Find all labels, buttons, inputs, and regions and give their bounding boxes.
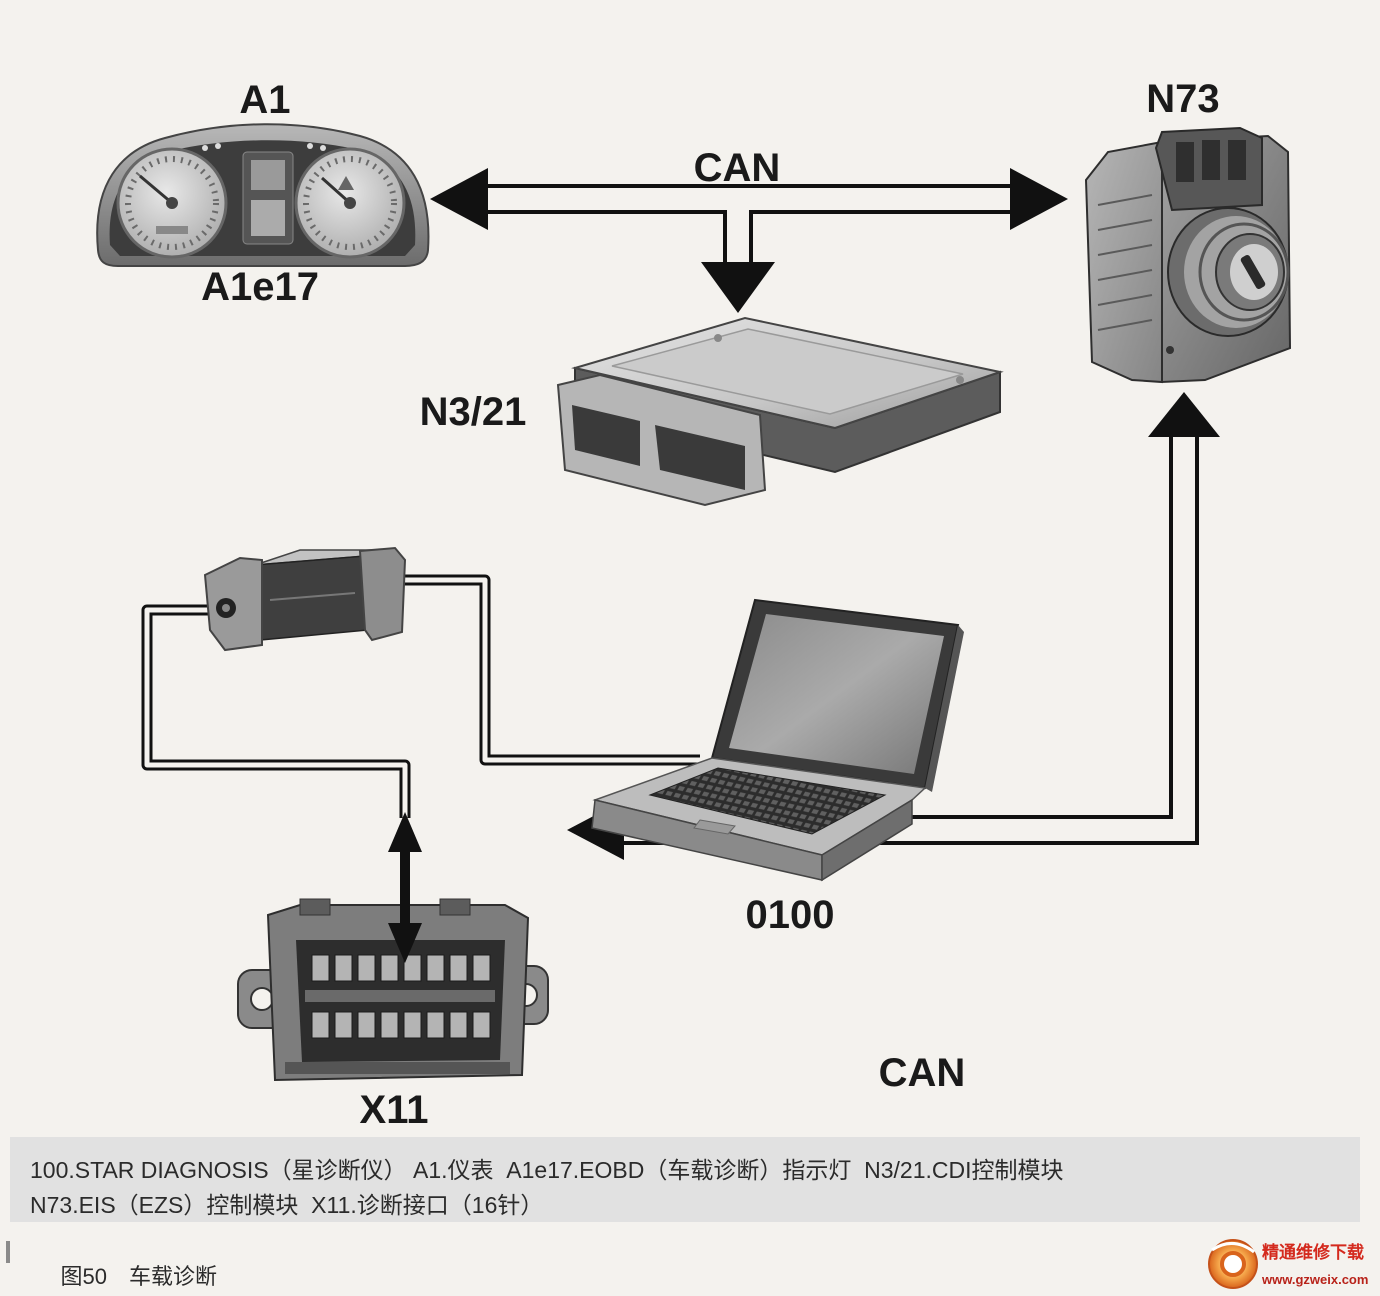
label-a1: A1 [239, 78, 290, 122]
instrument-cluster-a1 [96, 123, 430, 267]
arrowhead-up-to-n73 [1148, 392, 1220, 437]
legend-caption: 100.STAR DIAGNOSIS（星诊断仪） A1.仪表 A1e17.EOB… [10, 1137, 1360, 1222]
ignition-lock-cylinder [1167, 207, 1290, 337]
figure-title: 图50 车载诊断 [36, 1238, 217, 1296]
arrowhead-to-a1 [430, 168, 488, 230]
label-n3-21: N3/21 [420, 390, 527, 434]
watermark-name: 精通维修下载 [1262, 1242, 1364, 1262]
cable-interface-to-x11 [141, 604, 411, 820]
legend-line-1: 100.STAR DIAGNOSIS（星诊断仪） A1.仪表 A1e17.EOB… [30, 1157, 1064, 1183]
watermark-logo: 精通维修下载 www.gzweix.com [1208, 1239, 1368, 1289]
connector-housing [1154, 126, 1263, 212]
center-display [202, 143, 326, 245]
cdi-control-module-n3-21 [556, 316, 1004, 507]
laptop-keyboard [648, 767, 887, 835]
can-bus-top [430, 168, 1068, 313]
label-laptop-0100: 0100 [746, 893, 835, 937]
laptop-screen [729, 614, 944, 774]
diagnostic-connector-x11 [237, 898, 549, 1082]
eis-module-n73 [1084, 126, 1292, 384]
legend-line-2: N73.EIS（EZS）控制模块 X11.诊断接口（16针） [30, 1192, 544, 1218]
label-n73: N73 [1146, 77, 1219, 121]
figure-title-bar [6, 1241, 10, 1263]
double-arrow-x11 [388, 812, 422, 963]
tachometer-gauge [294, 147, 406, 259]
figure-number: 图50 [60, 1264, 107, 1289]
pin-slots [311, 954, 491, 1039]
label-can-bottom: CAN [879, 1051, 966, 1095]
star-diagnosis-interface [203, 546, 407, 652]
label-a1e17: A1e17 [201, 265, 319, 309]
watermark-url: www.gzweix.com [1261, 1272, 1368, 1287]
label-x11: X11 [360, 1088, 429, 1132]
label-can-top: CAN [694, 146, 781, 190]
ecu-connector [556, 373, 767, 507]
figure-caption-text: 车载诊断 [128, 1264, 217, 1289]
arrowhead-to-n73 [1010, 168, 1068, 230]
arrowhead-to-n3-21 [701, 262, 775, 313]
cable-interface-to-laptop [395, 574, 700, 766]
laptop-0100 [591, 598, 964, 882]
speedometer-gauge [116, 147, 228, 259]
